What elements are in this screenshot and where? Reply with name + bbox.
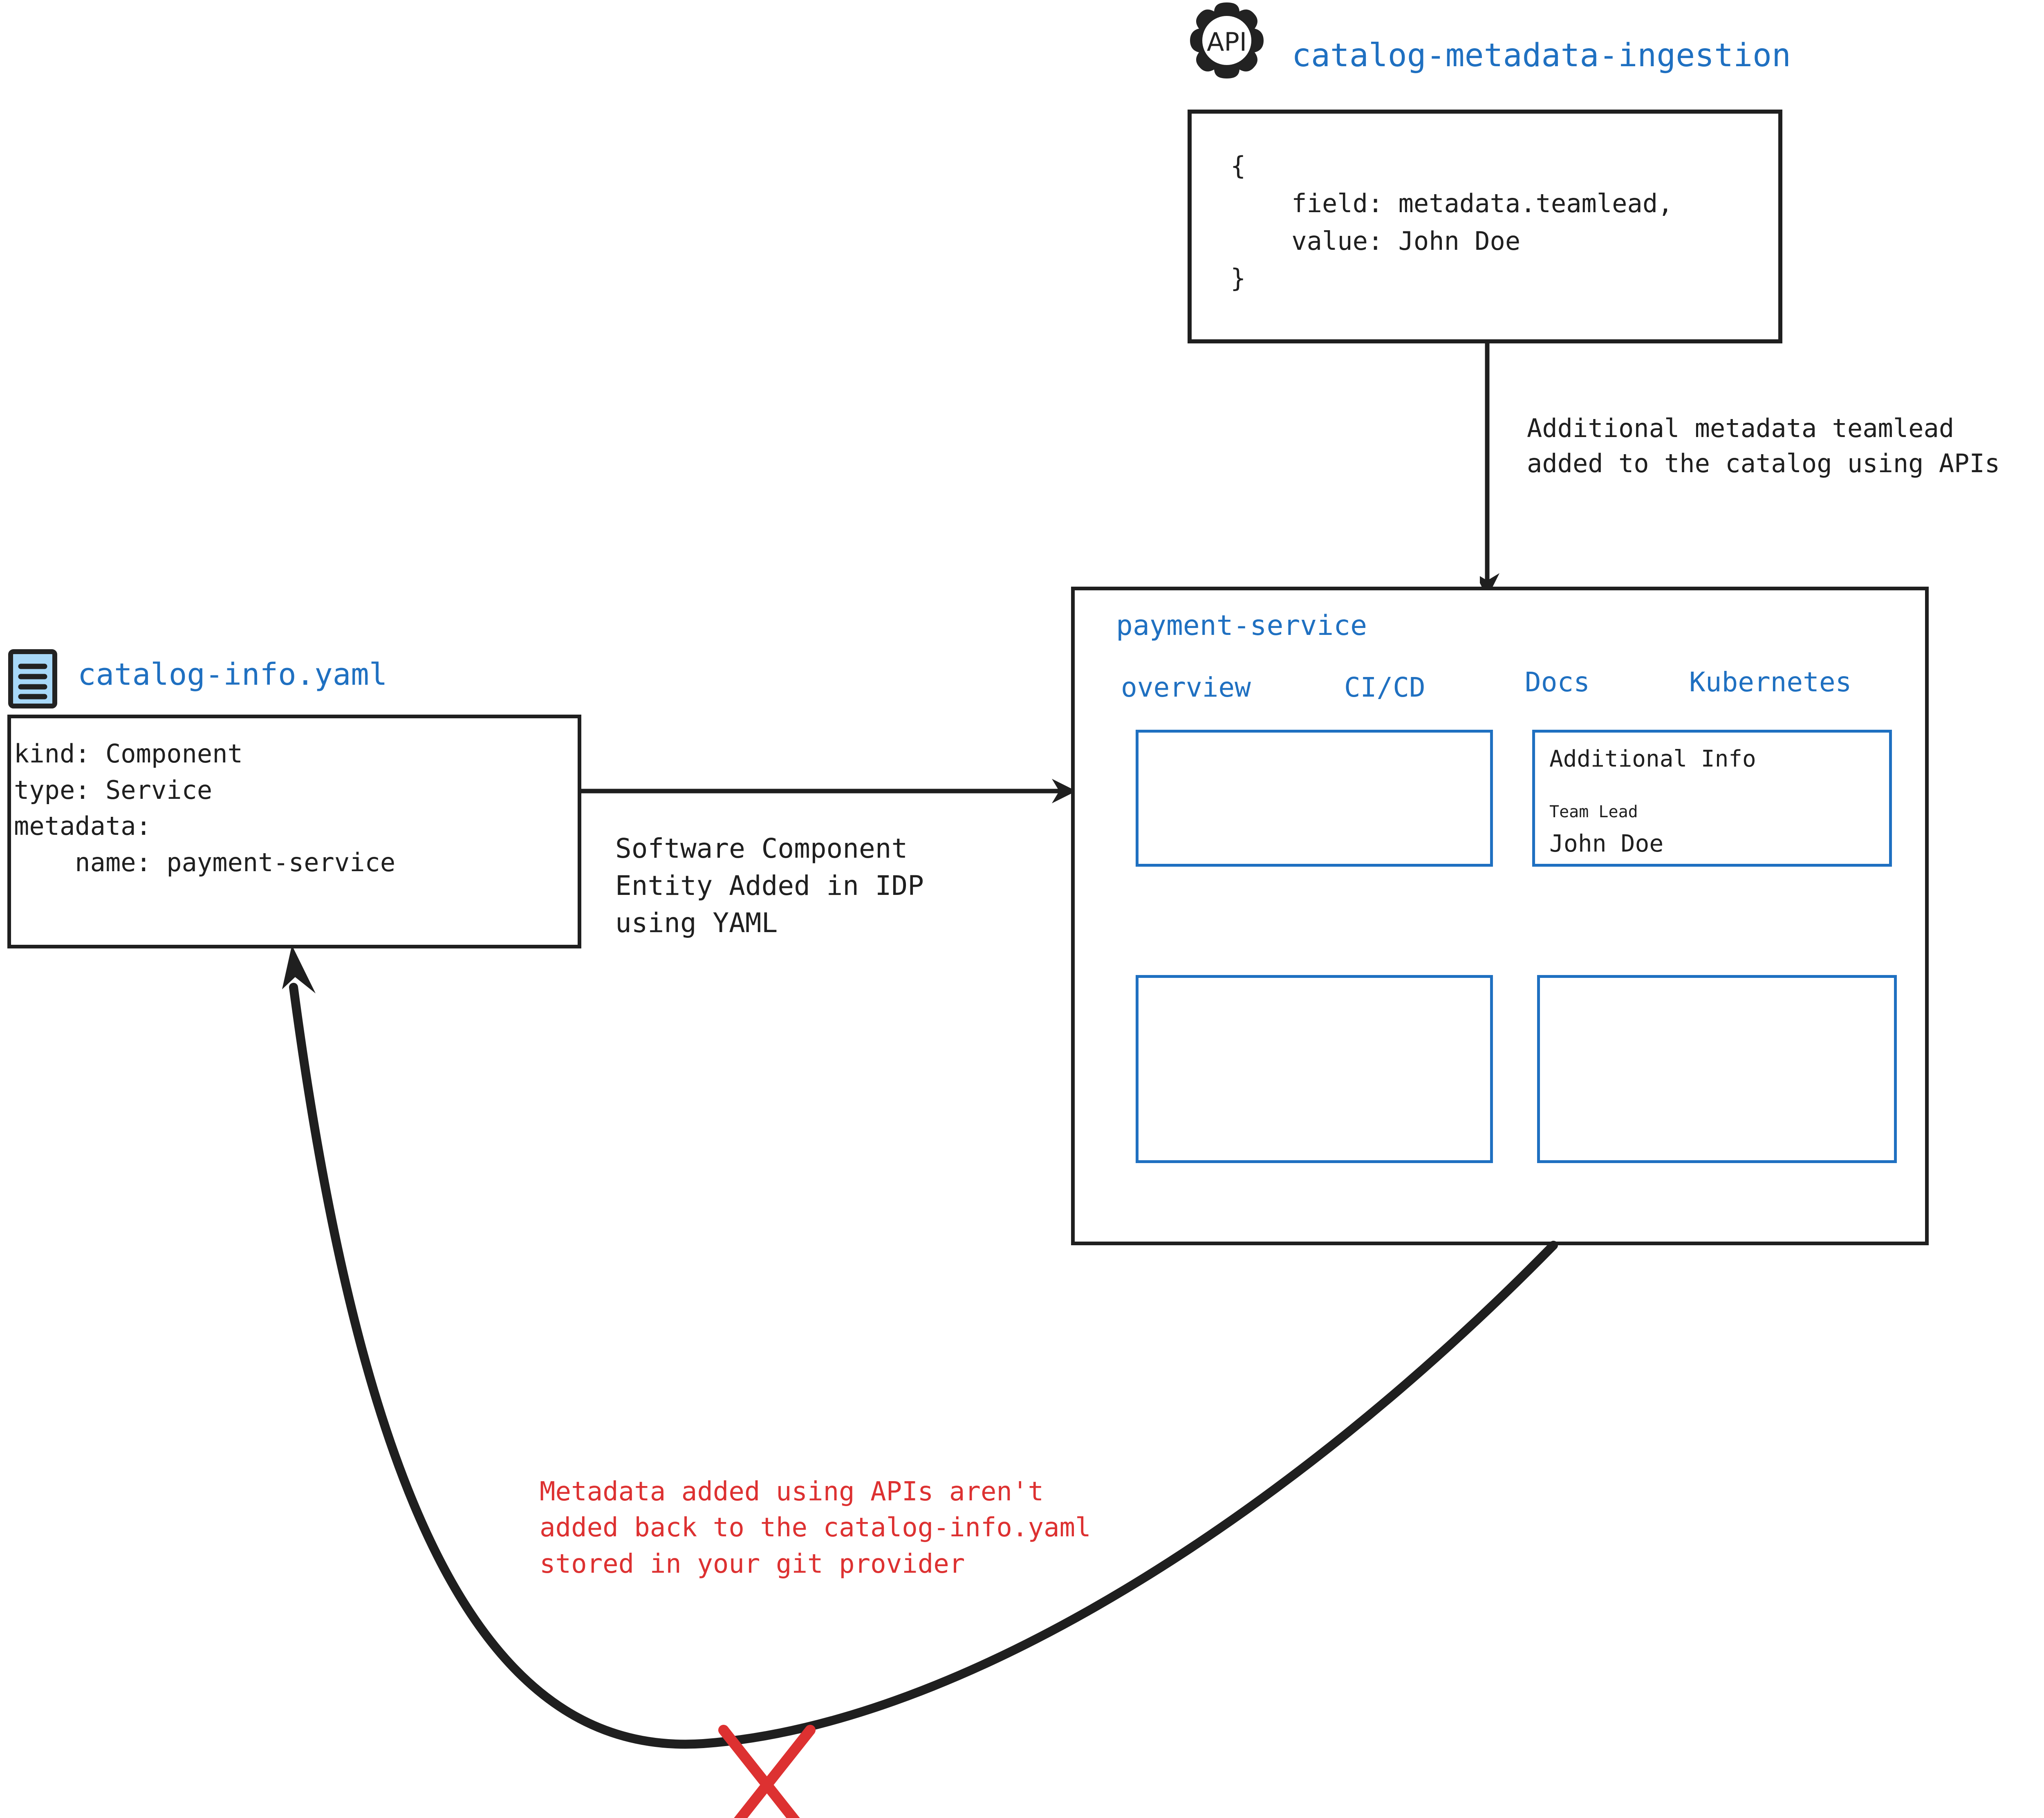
panel-to-yaml-feedback-curve xyxy=(0,912,1717,1818)
tab-overview[interactable]: overview xyxy=(1121,672,1251,703)
tab-kubernetes[interactable]: Kubernetes xyxy=(1689,666,1852,698)
panel-card-bottom-right xyxy=(1537,975,1897,1163)
feedback-warning-text: Metadata added using APIs aren't added b… xyxy=(540,1477,1091,1579)
additional-info-title: Additional Info xyxy=(1549,746,1756,772)
api-to-panel-arrow xyxy=(1475,339,1692,601)
yaml-source-title: catalog-info.yaml xyxy=(78,657,388,692)
svg-text:API: API xyxy=(1207,27,1247,57)
panel-card-additional-info xyxy=(1532,730,1892,867)
tab-docs[interactable]: Docs xyxy=(1525,666,1590,698)
tab-cicd[interactable]: CI/CD xyxy=(1344,672,1425,703)
yaml-source-box xyxy=(7,715,581,948)
yaml-arrow-label: Software Component Entity Added in IDP u… xyxy=(615,833,924,939)
panel-card-top-left xyxy=(1136,730,1493,867)
yaml-file-icon xyxy=(8,649,57,708)
team-lead-label: Team Lead xyxy=(1549,803,1638,821)
panel-card-bottom-left xyxy=(1136,975,1493,1163)
yaml-to-panel-arrow xyxy=(578,769,1081,814)
yaml-source-code: kind: Component type: Service metadata: … xyxy=(14,739,396,877)
api-arrow-label: Additional metadata teamlead added to th… xyxy=(1527,413,2000,478)
api-gear-icon: API xyxy=(1180,2,1274,92)
page-title: payment-service xyxy=(1116,610,1367,642)
team-lead-value: John Doe xyxy=(1549,829,1664,857)
api-source-title: catalog-metadata-ingestion xyxy=(1292,37,1791,74)
api-payload-code: { field: metadata.teamlead, value: John … xyxy=(1230,151,1673,294)
red-x-icon xyxy=(718,1725,816,1818)
